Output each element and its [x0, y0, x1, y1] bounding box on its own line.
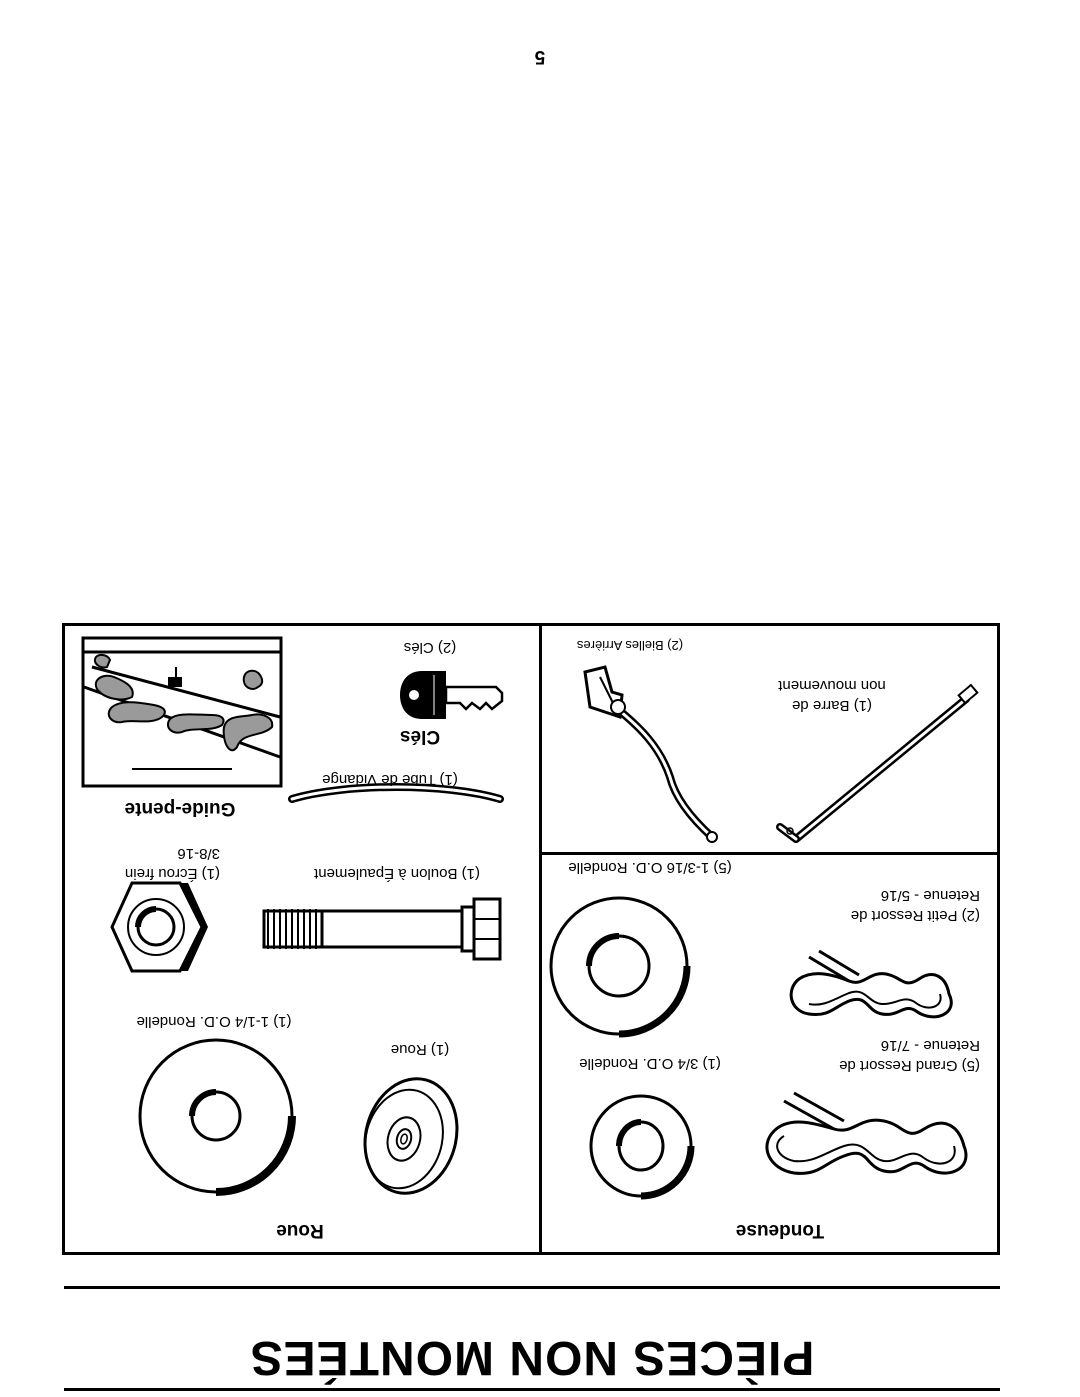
- grand-ressort-spring-icon: [765, 1091, 968, 1175]
- roue-wheel-icon: [363, 1077, 459, 1195]
- rondelle-114-label: (1) 1-1/4 O.D. Rondelle: [136, 1013, 292, 1030]
- box-divider-vertical: [539, 623, 542, 1255]
- ecrou-nut-icon: [110, 881, 208, 973]
- bielles-label: (2) Bielles Arrières: [576, 638, 684, 653]
- tondeuse-title: Tondeuse: [735, 1220, 825, 1241]
- page-title: PIÈCES NON MONTÉES: [249, 1331, 815, 1384]
- title-rule-top: [64, 1388, 1000, 1391]
- rondelle-114-washer-icon: [138, 1038, 296, 1196]
- ecrou-label: (1) Écrou frein 3/8-16: [124, 845, 220, 882]
- rondelle-34-washer-icon: [589, 1094, 695, 1200]
- tube-vidange-icon: [288, 783, 504, 803]
- petit-ressort-label: (2) Petit Ressort de Retenue - 5/16: [850, 887, 980, 924]
- roue-title: Roue: [276, 1220, 324, 1241]
- rondelle-1316-label: (5) 1-3/16 O.D. Rondelle: [568, 859, 732, 876]
- barre-rod-icon: [776, 683, 979, 843]
- rondelle-34-label: (1) 3/4 O.D. Rondelle: [579, 1055, 721, 1072]
- bielles-rod-icon: [583, 665, 718, 843]
- cles-title: Clés: [399, 726, 441, 747]
- tube-label: (1) Tube de Vidange: [322, 771, 458, 788]
- petit-ressort-spring-icon: [789, 949, 953, 1019]
- cles-key-icon: [400, 671, 504, 719]
- boulon-label: (1) Boulon à Épaulement: [314, 865, 480, 882]
- guide-pente-title: Guide-pente: [124, 798, 236, 819]
- page-number: 5: [534, 46, 546, 67]
- boulon-bolt-icon: [262, 897, 502, 961]
- rondelle-1316-washer-icon: [549, 896, 691, 1038]
- roue-item-label: (1) Roue: [390, 1041, 450, 1058]
- barre-label: (1) Barre de non mouvement: [778, 677, 886, 714]
- title-rule-bottom: [64, 1286, 1000, 1289]
- guide-pente-slope-icon: [81, 636, 283, 788]
- cles-item-label: (2) Clés: [403, 639, 457, 656]
- grand-ressort-label: (5) Grand Ressort de Retenue - 7/16: [839, 1037, 980, 1074]
